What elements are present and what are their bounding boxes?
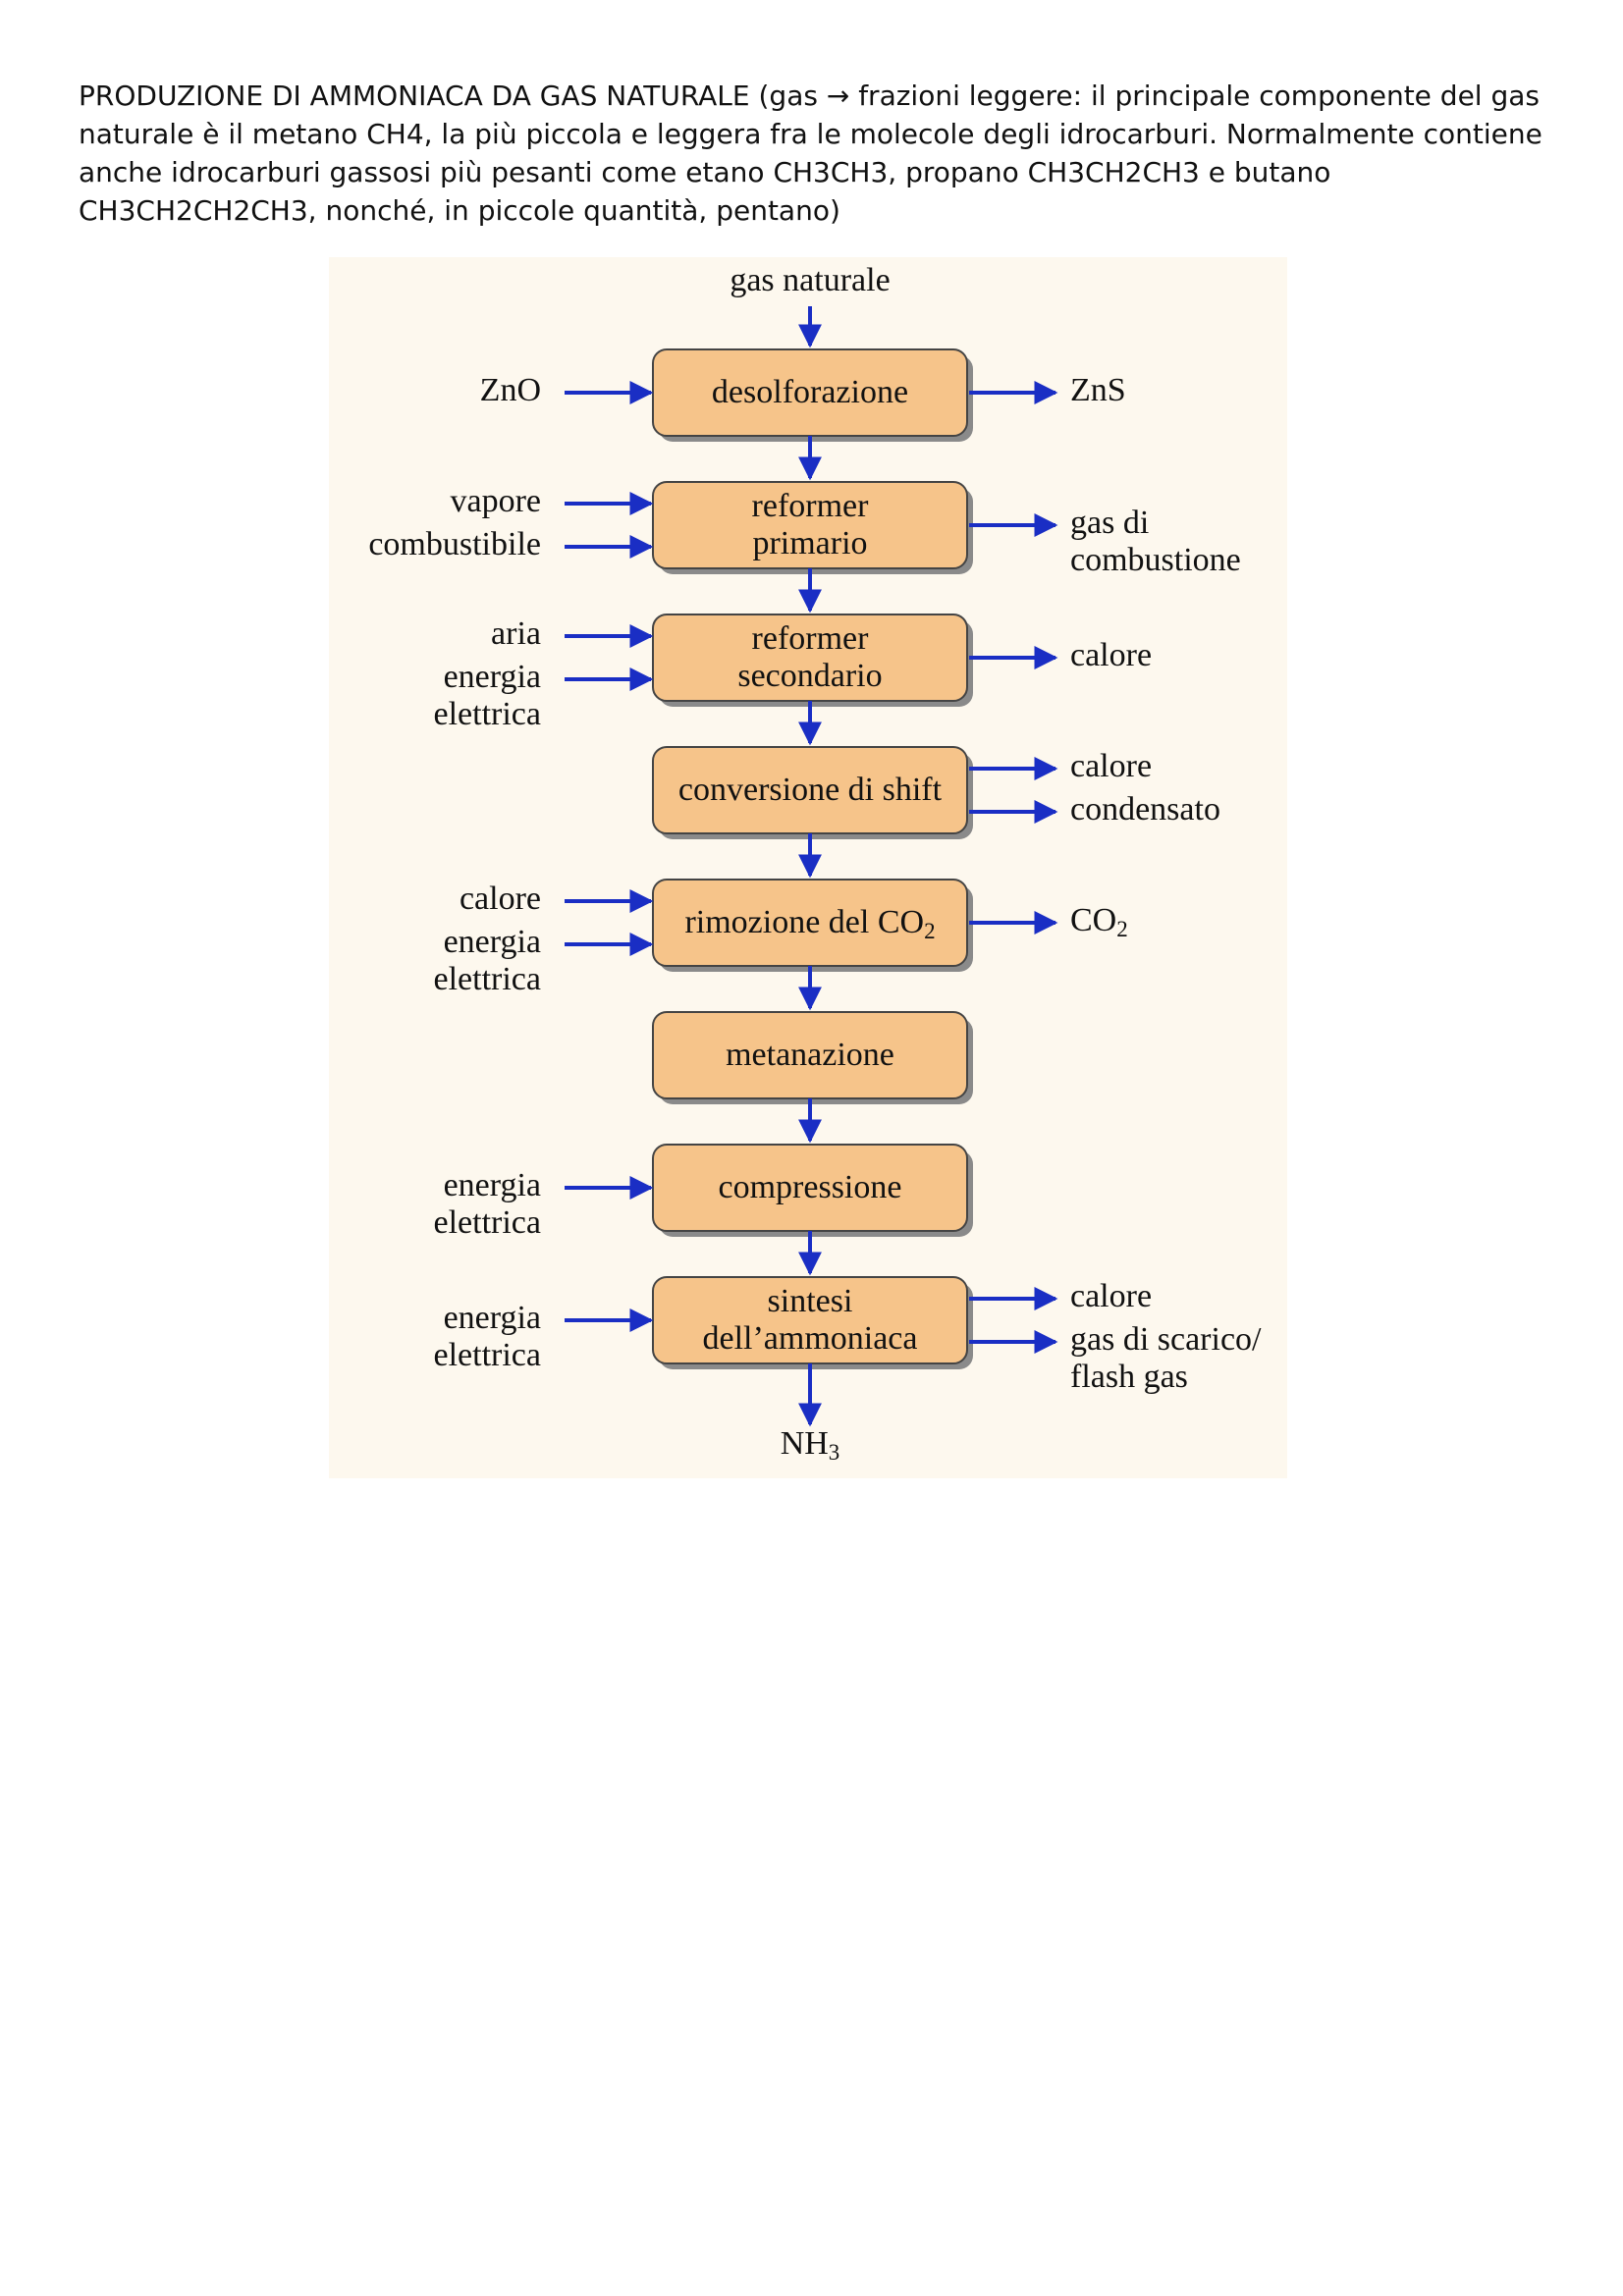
step-2-label-1: secondario [737, 658, 882, 694]
input-7-0-line-1: elettrica [434, 1337, 541, 1373]
input-1-0-line-0: vapore [450, 483, 541, 519]
output-7-0-line-0: calore [1070, 1278, 1152, 1314]
step-4-label-0: rimozione del CO2 [684, 904, 935, 943]
input-7-0-line-0: energia [444, 1300, 541, 1336]
output-3-1-line-0: condensato [1070, 791, 1220, 828]
output-0-0-line-0: ZnS [1070, 372, 1126, 408]
input-1-1-line-0: combustibile [368, 526, 541, 562]
input-2-1-line-0: energia [444, 659, 541, 695]
step-1-label-1: primario [752, 525, 867, 561]
input-2-0-line-0: aria [491, 615, 541, 652]
step-5-label-0: metanazione [726, 1037, 894, 1073]
output-1-0-line-1: combustione [1070, 542, 1241, 578]
output-7-1-line-0: gas di scarico/ [1070, 1321, 1262, 1358]
input-2-1-line-1: elettrica [434, 696, 541, 732]
input-4-0-line-0: calore [460, 881, 541, 917]
ammonia-process-diagram: gas naturale desolforazione ZnO ZnS reformer… [329, 257, 1287, 1478]
output-7-1-line-1: flash gas [1070, 1359, 1188, 1395]
input-gas-naturale-label: gas naturale [730, 262, 890, 298]
output-3-0-line-0: calore [1070, 748, 1152, 784]
step-2-label-0: reformer [752, 620, 870, 657]
input-0-0-line-0: ZnO [480, 372, 541, 408]
step-7-label-1: dell’ammoniaca [702, 1320, 917, 1357]
input-4-1-line-1: elettrica [434, 961, 541, 997]
input-4-1-line-0: energia [444, 924, 541, 960]
step-6-label-0: compressione [719, 1169, 902, 1205]
intro-paragraph: PRODUZIONE DI AMMONIACA DA GAS NATURALE … [79, 80, 1542, 227]
step-0-label-0: desolforazione [712, 374, 908, 410]
step-1-label-0: reformer [752, 488, 870, 524]
output-1-0-line-0: gas di [1070, 505, 1149, 541]
step-7-label-0: sintesi [768, 1283, 853, 1319]
input-6-0-line-0: energia [444, 1167, 541, 1203]
output-2-0-line-0: calore [1070, 637, 1152, 673]
step-3-label-0: conversione di shift [678, 772, 943, 808]
input-6-0-line-1: elettrica [434, 1204, 541, 1241]
